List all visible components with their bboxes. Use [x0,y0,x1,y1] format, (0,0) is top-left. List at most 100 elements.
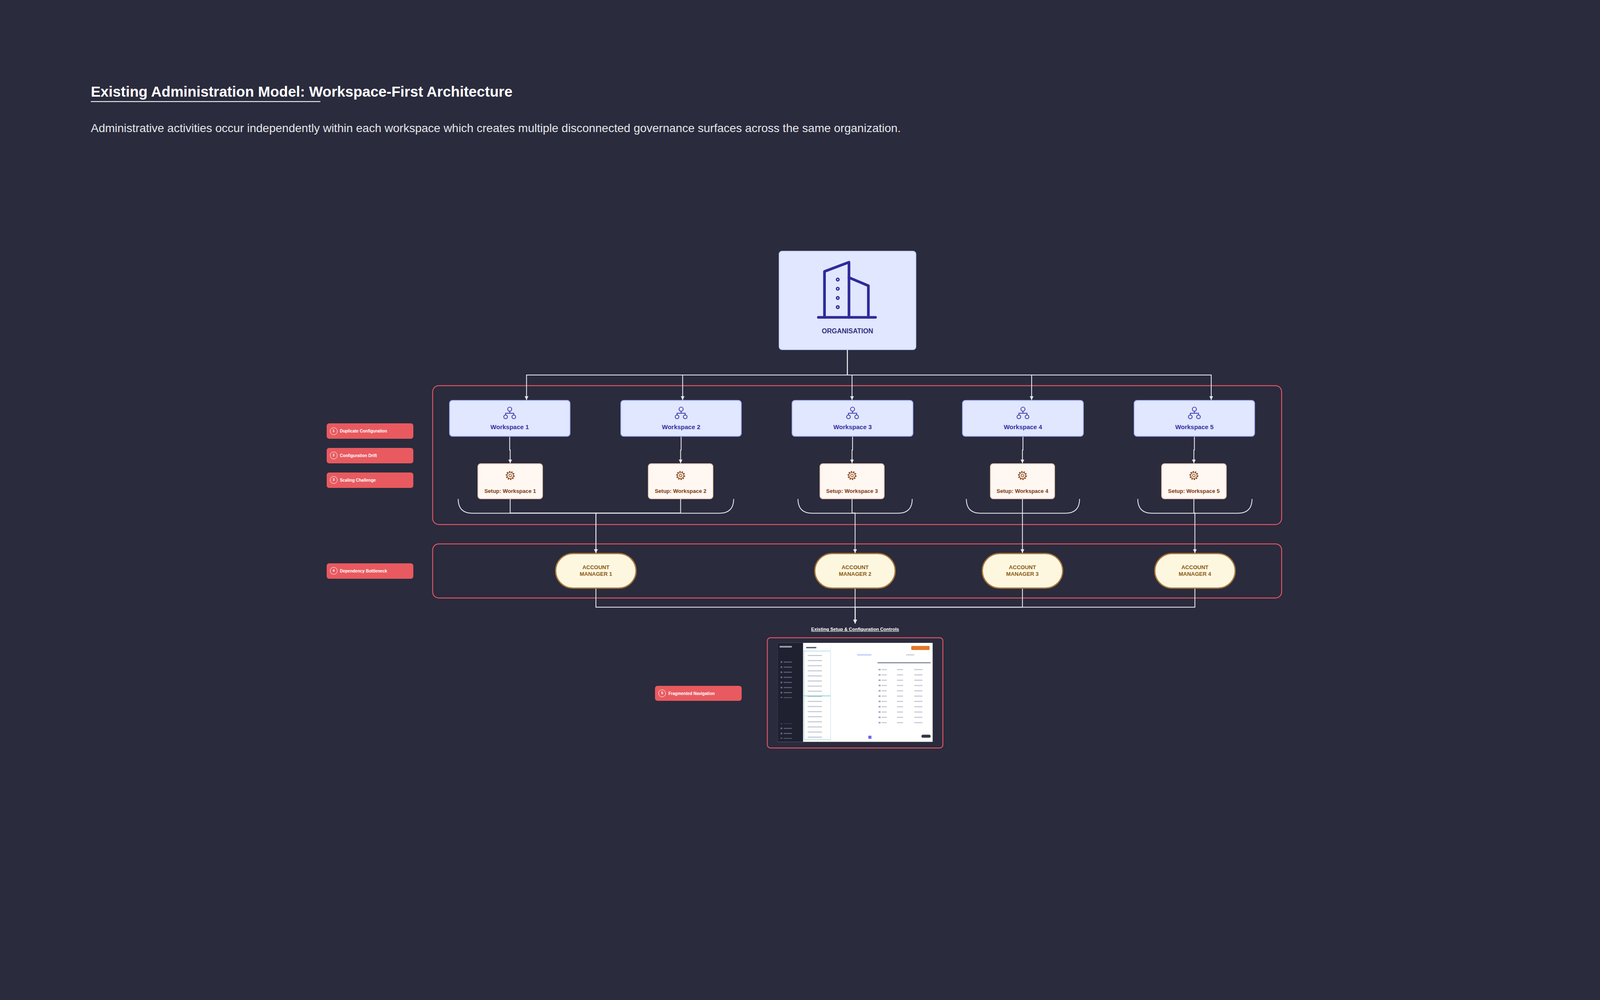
node-label: Workspace 3 [833,423,872,431]
workspace-box: Workspace 4 [962,400,1084,437]
node-label: Setup: Workspace 5 [1167,487,1220,495]
callout-number: 2 [330,451,338,460]
connector-arrow [509,436,510,464]
node-label: Workspace 1 [490,423,529,431]
account-manager-pill: ACCOUNT MANAGER 2 [814,552,896,589]
diagram-caption: Administrative activities occur independ… [90,121,901,135]
account-manager-pill: ACCOUNT MANAGER 4 [1154,552,1236,589]
sidebar-items [779,723,800,739]
node-label: ACCOUNT MANAGER 2 [836,564,874,578]
connector-arrow [595,588,855,624]
screenshot-panel: Existing Setup & Configuration Controls [767,623,943,748]
gear-icon [676,471,685,480]
organisation-box: ORGANISATION [778,250,917,350]
node-label: ACCOUNT MANAGER 1 [577,564,615,578]
setup-box: Setup: Workspace 1 [477,463,543,500]
callout-number: 1 [330,427,338,435]
screen-pager [868,735,872,739]
node-label: Setup: Workspace 3 [826,487,878,495]
connector-arrow [1022,436,1023,464]
group-bracket [458,499,734,514]
workspace-box: Workspace 2 [620,400,742,437]
setup-box: Setup: Workspace 5 [1161,463,1227,500]
connector-arrow [847,350,1212,400]
node-label: ACCOUNT MANAGER 4 [1176,564,1214,578]
connector-arrow [1022,499,1023,554]
connector-arrow [1193,499,1195,554]
title-underline [90,101,321,103]
workspace-icon [675,407,687,419]
workspace-icon [1017,407,1029,419]
connector-arrow [855,588,1195,624]
workspace-box: Workspace 5 [1133,400,1255,437]
node-label: Setup: Workspace 4 [996,487,1049,495]
node-label: ACCOUNT MANAGER 3 [1003,564,1042,578]
connector-arrow [1193,436,1195,464]
screenshot-sidebar [777,642,803,743]
workspace-icon [1188,407,1200,419]
gear-icon [1018,471,1027,480]
issue-callout: 3Scaling Challenge [326,472,414,488]
connector-arrow [852,436,853,464]
account-manager-pill: ACCOUNT MANAGER 1 [555,552,637,589]
group-bracket [797,499,913,514]
connector-arrow [682,350,848,400]
callout-text: Scaling Challenge [340,477,376,483]
building-icon [818,262,876,318]
callout-text: Duplicate Configuration [340,428,388,434]
setup-box: Setup: Workspace 2 [647,463,714,500]
screen-button [911,645,930,650]
account-manager-band [432,543,1282,598]
callout-number: 4 [330,567,338,575]
node-label: Workspace 2 [662,423,701,431]
callout-text: Configuration Drift [340,453,378,458]
gear-icon [506,471,514,480]
screen-divider [830,642,831,743]
callout-number: 5 [658,689,666,698]
sidebar-logo [779,645,792,648]
issue-callout: 4Dependency Bottleneck [326,563,414,579]
node-label: Setup: Workspace 1 [484,487,536,495]
issue-callout: 1Duplicate Configuration [326,423,414,439]
node-label: Workspace 4 [1003,423,1043,431]
gear-icon [1190,471,1198,480]
screen-chip [921,734,931,738]
node-label: Workspace 5 [1175,423,1214,431]
highlight-box [804,695,831,740]
callout-text: Dependency Bottleneck [340,568,388,574]
highlight-box [804,650,831,696]
screen-filter [857,654,872,656]
diagram-title: Existing Administration Model: Workspace… [90,83,513,100]
group-bracket [1137,499,1253,514]
table-rows [877,667,931,727]
workspace-icon [503,407,516,419]
workspace-band [432,385,1282,525]
node-label: Setup: Workspace 2 [654,487,707,495]
sidebar-items [779,659,800,698]
connector-arrow [510,499,596,554]
table-header [877,662,931,663]
connector-arrow [855,588,1023,624]
issue-callout: 5Fragmented Navigation [655,685,742,702]
group-bracket [966,499,1080,514]
connector-arrow [680,436,681,464]
screenshot-frame [767,637,943,748]
workspace-icon [846,407,859,419]
callout-number: 3 [330,476,338,484]
account-manager-pill: ACCOUNT MANAGER 3 [981,552,1064,589]
callout-text: Fragmented Navigation [668,691,715,696]
setup-box: Setup: Workspace 4 [990,463,1056,500]
screen-filter [906,654,915,656]
connector-arrow [852,499,855,554]
node-label: ORGANISATION [821,327,873,335]
workspace-box: Workspace 1 [449,400,571,437]
screenshot-canvas [777,642,933,743]
setup-box: Setup: Workspace 3 [819,463,885,500]
issue-callout: 2Configuration Drift [326,447,414,464]
screen-heading [806,647,817,649]
workspace-box: Workspace 3 [791,400,913,437]
